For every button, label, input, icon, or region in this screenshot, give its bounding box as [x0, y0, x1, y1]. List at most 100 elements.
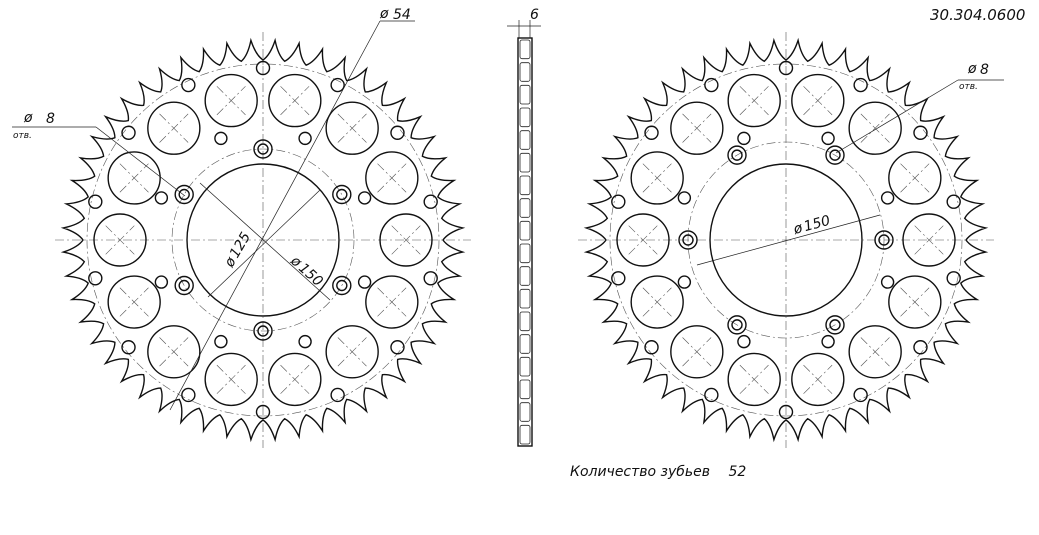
- inner-hole: [821, 131, 835, 146]
- lightening-hole: [379, 213, 433, 267]
- dim-symbol-8-left: ø: [23, 110, 33, 126]
- inner-hole: [298, 131, 312, 146]
- lightening-hole: [848, 325, 902, 379]
- bolt-hole-ring: [727, 315, 747, 335]
- profile-tooth: [519, 175, 531, 196]
- sprocket-side-profile: [517, 37, 533, 447]
- relief-hole: [330, 77, 345, 93]
- relief-hole: [88, 271, 103, 286]
- bolt-hole-ring: [332, 184, 352, 205]
- lightening-hole: [107, 151, 161, 205]
- bolt-hole: [336, 279, 348, 292]
- dim-symbol-54: ø: [379, 6, 389, 22]
- lightening-hole: [888, 151, 942, 205]
- inner-hole: [821, 334, 835, 349]
- bolt-hole-ring: [825, 315, 845, 335]
- dim-8-note-left: отв.: [13, 131, 32, 141]
- bolt-hole-ring: [678, 230, 698, 250]
- bolt-hole: [178, 188, 190, 201]
- relief-hole: [946, 194, 961, 209]
- relief-hole: [913, 340, 928, 355]
- relief-hole: [88, 194, 103, 209]
- relief-hole: [778, 404, 794, 420]
- dim-thickness: 6: [530, 7, 539, 23]
- profile-dimensions: 6: [507, 7, 541, 38]
- relief-hole: [181, 77, 196, 93]
- pitch-circle: [609, 63, 963, 417]
- lightening-hole: [268, 73, 322, 128]
- bolt-hole-ring: [727, 145, 747, 165]
- profile-outline: [517, 37, 533, 447]
- lightening-hole: [888, 275, 942, 329]
- bolt-hole: [878, 234, 890, 246]
- lightening-hole: [630, 151, 684, 205]
- pitch-circle: [86, 63, 440, 417]
- inner-hole: [737, 131, 751, 146]
- bolt-hole-ring: [332, 275, 352, 296]
- bolt-hole: [257, 143, 269, 155]
- relief-hole: [255, 60, 271, 76]
- profile-tooth: [519, 266, 531, 286]
- profile-tooth: [519, 334, 531, 354]
- lightening-hole: [268, 352, 322, 407]
- lightening-hole: [791, 352, 845, 407]
- dim-150-left: ø150: [287, 252, 326, 290]
- bolt-circle: [171, 148, 355, 332]
- relief-hole: [704, 77, 719, 93]
- lightening-hole: [365, 275, 419, 329]
- profile-tooth: [519, 379, 531, 400]
- inner-hole: [880, 191, 895, 205]
- bolt-hole: [731, 149, 743, 161]
- lightening-hole: [365, 151, 419, 205]
- dim-54: 54: [393, 7, 411, 23]
- bolt-hole: [257, 325, 269, 337]
- relief-hole: [423, 194, 438, 209]
- lightening-hole: [791, 73, 845, 128]
- inner-hole: [677, 191, 692, 205]
- teeth-count-caption: Количество зубьев 52: [570, 464, 746, 480]
- relief-hole: [611, 194, 626, 209]
- teeth-count-value: 52: [728, 464, 747, 480]
- lightening-hole: [670, 101, 724, 155]
- profile-tooth: [519, 424, 531, 445]
- profile-tooth: [519, 288, 531, 309]
- profile-tooth: [519, 220, 531, 241]
- inner-hole: [214, 131, 228, 146]
- profile-tooth: [519, 198, 531, 218]
- lightening-hole: [902, 213, 956, 267]
- inner-hole: [357, 275, 372, 289]
- profile-tooth: [519, 402, 531, 422]
- lightening-hole: [204, 73, 258, 128]
- lightening-hole: [616, 213, 670, 267]
- profile-tooth: [519, 243, 531, 264]
- lightening-hole: [204, 352, 258, 407]
- profile-tooth: [519, 62, 531, 82]
- relief-hole: [390, 340, 405, 355]
- lightening-hole: [727, 73, 781, 128]
- relief-hole: [330, 387, 345, 403]
- relief-hole: [644, 340, 659, 355]
- relief-hole: [121, 340, 136, 355]
- bolt-hole-ring: [174, 275, 194, 296]
- dim-125: ø125: [221, 230, 254, 271]
- bolt-hole: [829, 149, 841, 161]
- sprocket-right-view: [578, 32, 994, 448]
- dim-8-right: 8: [980, 62, 989, 78]
- relief-hole: [853, 77, 868, 93]
- teeth-count-label: Количество зубьев: [570, 464, 711, 480]
- sprocket-left-view: [55, 32, 471, 448]
- part-number: 30.304.0600: [930, 6, 1026, 24]
- relief-hole: [121, 125, 136, 140]
- dim-150-right: ø150: [791, 213, 832, 238]
- bolt-hole-ring: [825, 145, 845, 165]
- relief-hole: [946, 271, 961, 286]
- lightening-hole: [630, 275, 684, 329]
- relief-hole: [423, 271, 438, 286]
- profile-tooth: [519, 152, 531, 173]
- inner-hole: [154, 191, 169, 205]
- bolt-hole-ring: [174, 184, 194, 205]
- profile-tooth: [519, 130, 531, 150]
- bolt-hole-ring: [253, 321, 273, 341]
- bolt-hole: [731, 319, 743, 331]
